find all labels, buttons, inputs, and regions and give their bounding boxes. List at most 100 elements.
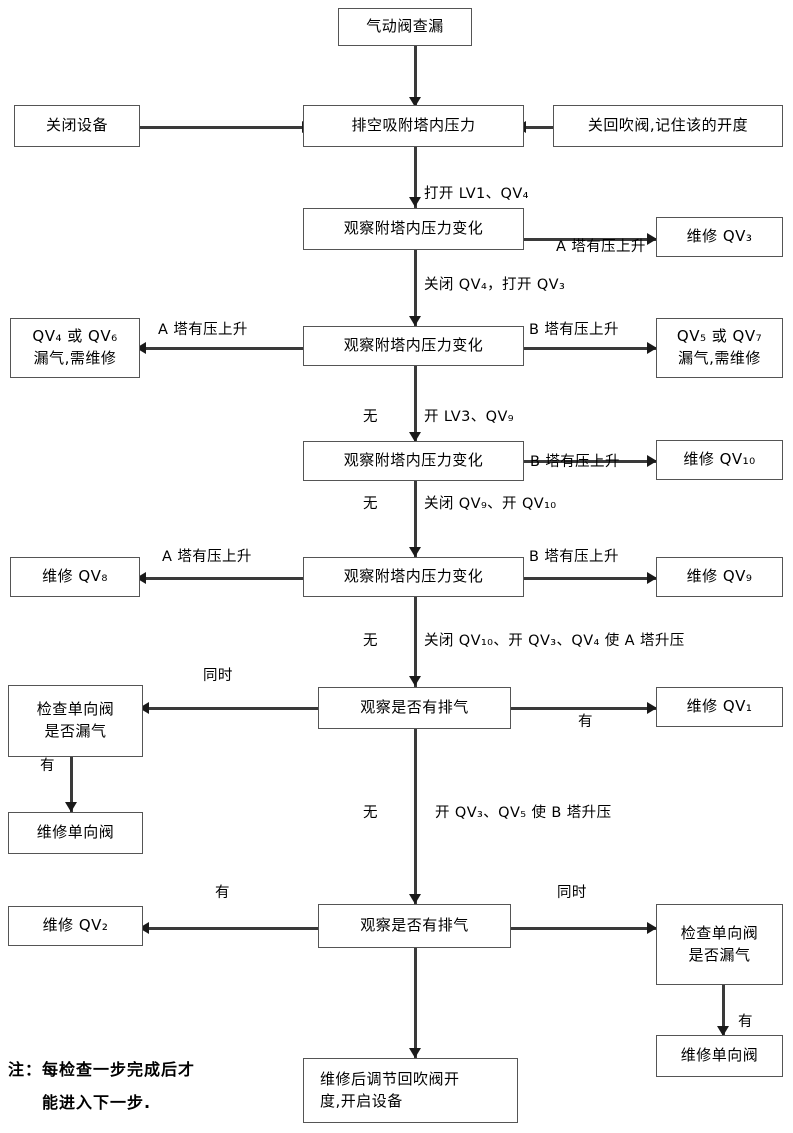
box-qv4-qv6-leak-line1: QV₄ 或 QV₆ <box>32 327 118 346</box>
arrowhead-observe2-to-qv4qv6 <box>136 342 146 354</box>
connector-observe4-to-repairqv9 <box>524 577 656 580</box>
box-final-step[interactable]: 维修后调节回吹阀开 度,开启设备 <box>303 1058 518 1123</box>
edge-label-has-4: 有 <box>738 1014 753 1030</box>
box-final-step-line1: 维修后调节回吹阀开 <box>320 1069 460 1088</box>
box-vent-tower-pressure[interactable]: 排空吸附塔内压力 <box>303 105 524 147</box>
connector-observe2-to-observe3 <box>414 366 417 442</box>
connector-observe4-to-exhaust1 <box>414 597 417 687</box>
connector-exhaust2-to-checkvalve2 <box>511 927 656 930</box>
box-repair-check-valve-1-label: 维修单向阀 <box>36 823 115 842</box>
box-repair-qv10-label: 维修 QV₁₀ <box>683 450 756 469</box>
connector-observe4-to-repairqv8 <box>140 577 308 580</box>
arrowhead-observe1-to-observe2 <box>409 316 421 326</box>
box-repair-check-valve-2[interactable]: 维修单向阀 <box>656 1035 783 1077</box>
box-repair-qv1[interactable]: 维修 QV₁ <box>656 687 783 727</box>
box-repair-qv9[interactable]: 维修 QV₉ <box>656 557 783 597</box>
edge-label-close-qv9-open-qv10: 关闭 QV₉、开 QV₁₀ <box>424 496 557 512</box>
connector-exhaust2-to-final <box>414 948 417 1058</box>
connector-exhaust1-to-repairqv1 <box>511 707 656 710</box>
edge-label-none-4: 无 <box>363 805 378 821</box>
arrowhead-observe3-to-repairqv10 <box>647 455 657 467</box>
connector-exhaust1-to-checkvalve1 <box>143 707 319 710</box>
box-repair-qv3-label: 维修 QV₃ <box>686 227 753 246</box>
box-check-check-valve-1-line2: 是否漏气 <box>44 722 107 740</box>
arrowhead-exhaust1-to-repairqv1 <box>647 702 657 714</box>
box-repair-qv8[interactable]: 维修 QV₈ <box>10 557 140 597</box>
edge-label-open-qv3-qv5: 开 QV₃、QV₅ 使 B 塔升压 <box>435 805 612 821</box>
connector-observe2-to-qv5qv7 <box>524 347 656 350</box>
box-check-check-valve-1[interactable]: 检查单向阀 是否漏气 <box>8 685 143 757</box>
box-observe-exhaust-1-label: 观察是否有排气 <box>360 698 469 717</box>
edge-label-none-1: 无 <box>363 409 378 425</box>
connector-exhaust1-to-exhaust2 <box>414 729 417 904</box>
edge-label-b-tower-rise-4: B 塔有压上升 <box>529 549 619 565</box>
arrowhead-exhaust2-to-final <box>409 1048 421 1058</box>
box-observe-exhaust-1[interactable]: 观察是否有排气 <box>318 687 511 729</box>
connector-checkvalve2-to-repaircheckvalve2 <box>722 985 725 1035</box>
box-observe-pressure-3-label: 观察附塔内压力变化 <box>343 451 484 470</box>
edge-label-close-qv4-open-qv3: 关闭 QV₄，打开 QV₃ <box>424 277 566 293</box>
edge-label-a-tower-rise-2: A 塔有压上升 <box>158 322 248 338</box>
box-observe-pressure-4[interactable]: 观察附塔内压力变化 <box>303 557 524 597</box>
edge-label-has-2: 有 <box>40 758 55 774</box>
edge-label-has-3: 有 <box>215 885 230 901</box>
box-close-blowback-valve-label: 关回吹阀,记住该的开度 <box>587 116 749 135</box>
edge-label-a-tower-rise-1: A 塔有压上升 <box>556 239 646 255</box>
box-observe-pressure-3[interactable]: 观察附塔内压力变化 <box>303 441 524 481</box>
arrowhead-exhaust2-to-repairqv2 <box>139 922 149 934</box>
edge-label-has-1: 有 <box>578 714 593 730</box>
box-observe-pressure-1[interactable]: 观察附塔内压力变化 <box>303 208 524 250</box>
connector-start-to-vent <box>414 46 417 108</box>
connector-observe2-to-qv4qv6 <box>140 347 308 350</box>
arrowhead-start-to-vent <box>409 97 421 107</box>
box-repair-qv2[interactable]: 维修 QV₂ <box>8 906 143 946</box>
arrowhead-exhaust1-to-exhaust2 <box>409 894 421 904</box>
box-check-check-valve-2-line2: 是否漏气 <box>688 945 751 964</box>
box-repair-qv3[interactable]: 维修 QV₃ <box>656 217 783 257</box>
box-shutdown-equipment[interactable]: 关闭设备 <box>14 105 140 147</box>
arrowhead-observe3-to-observe4 <box>409 547 421 557</box>
edge-label-close-qv10-open-qv3-qv4: 关闭 QV₁₀、开 QV₃、QV₄ 使 A 塔升压 <box>424 633 685 649</box>
box-qv5-qv7-leak-line2: 漏气,需维修 <box>678 349 761 367</box>
connector-observe3-to-observe4 <box>414 481 417 557</box>
box-qv5-qv7-leak[interactable]: QV₅ 或 QV₇ 漏气,需维修 <box>656 318 783 378</box>
arrowhead-exhaust2-to-checkvalve2 <box>647 922 657 934</box>
box-repair-qv8-label: 维修 QV₈ <box>42 567 108 586</box>
connector-observe3-to-repairqv10 <box>524 460 656 463</box>
box-close-blowback-valve[interactable]: 关回吹阀,记住该的开度 <box>553 105 783 147</box>
connector-shutdown-to-vent <box>140 126 312 129</box>
edge-label-none-3: 无 <box>363 633 378 649</box>
box-repair-qv9-label: 维修 QV₉ <box>686 567 753 586</box>
box-observe-exhaust-2[interactable]: 观察是否有排气 <box>318 904 511 948</box>
arrowhead-exhaust1-to-checkvalve1 <box>139 702 149 714</box>
box-check-check-valve-2[interactable]: 检查单向阀 是否漏气 <box>656 904 783 985</box>
box-repair-qv1-label: 维修 QV₁ <box>686 697 753 716</box>
box-shutdown-equipment-label: 关闭设备 <box>45 116 108 135</box>
box-repair-check-valve-1[interactable]: 维修单向阀 <box>8 812 143 854</box>
box-observe-pressure-2[interactable]: 观察附塔内压力变化 <box>303 326 524 366</box>
note-line-2: 能进入下一步. <box>42 1093 152 1112</box>
box-vent-tower-pressure-label: 排空吸附塔内压力 <box>351 116 476 135</box>
box-observe-pressure-1-label: 观察附塔内压力变化 <box>343 219 484 238</box>
box-repair-qv2-label: 维修 QV₂ <box>42 916 109 935</box>
box-repair-qv10[interactable]: 维修 QV₁₀ <box>656 440 783 480</box>
box-start[interactable]: 气动阀查漏 <box>338 8 472 46</box>
arrowhead-observe2-to-qv5qv7 <box>647 342 657 354</box>
box-qv5-qv7-leak-line1: QV₅ 或 QV₇ <box>676 327 763 346</box>
arrowhead-checkvalve2-to-repaircheckvalve2 <box>717 1026 729 1036</box>
edge-label-b-tower-rise-3: B 塔有压上升 <box>530 454 620 470</box>
box-qv4-qv6-leak-line2: 漏气,需维修 <box>33 349 117 367</box>
edge-label-a-tower-rise-4: A 塔有压上升 <box>162 549 252 565</box>
box-observe-exhaust-2-label: 观察是否有排气 <box>360 916 469 935</box>
box-start-label: 气动阀查漏 <box>366 17 444 36</box>
connector-exhaust2-to-repairqv2 <box>143 927 319 930</box>
connector-observe1-to-observe2 <box>414 250 417 328</box>
box-repair-check-valve-2-label: 维修单向阀 <box>680 1046 759 1065</box>
arrowhead-observe4-to-repairqv8 <box>136 572 146 584</box>
arrowhead-observe2-to-observe3 <box>409 432 421 442</box>
arrowhead-vent-to-observe1 <box>409 197 421 207</box>
box-check-check-valve-2-line1: 检查单向阀 <box>680 923 759 942</box>
box-qv4-qv6-leak[interactable]: QV₄ 或 QV₆ 漏气,需维修 <box>10 318 140 378</box>
note-line-1: 注：每检查一步完成后才 <box>8 1060 196 1079</box>
